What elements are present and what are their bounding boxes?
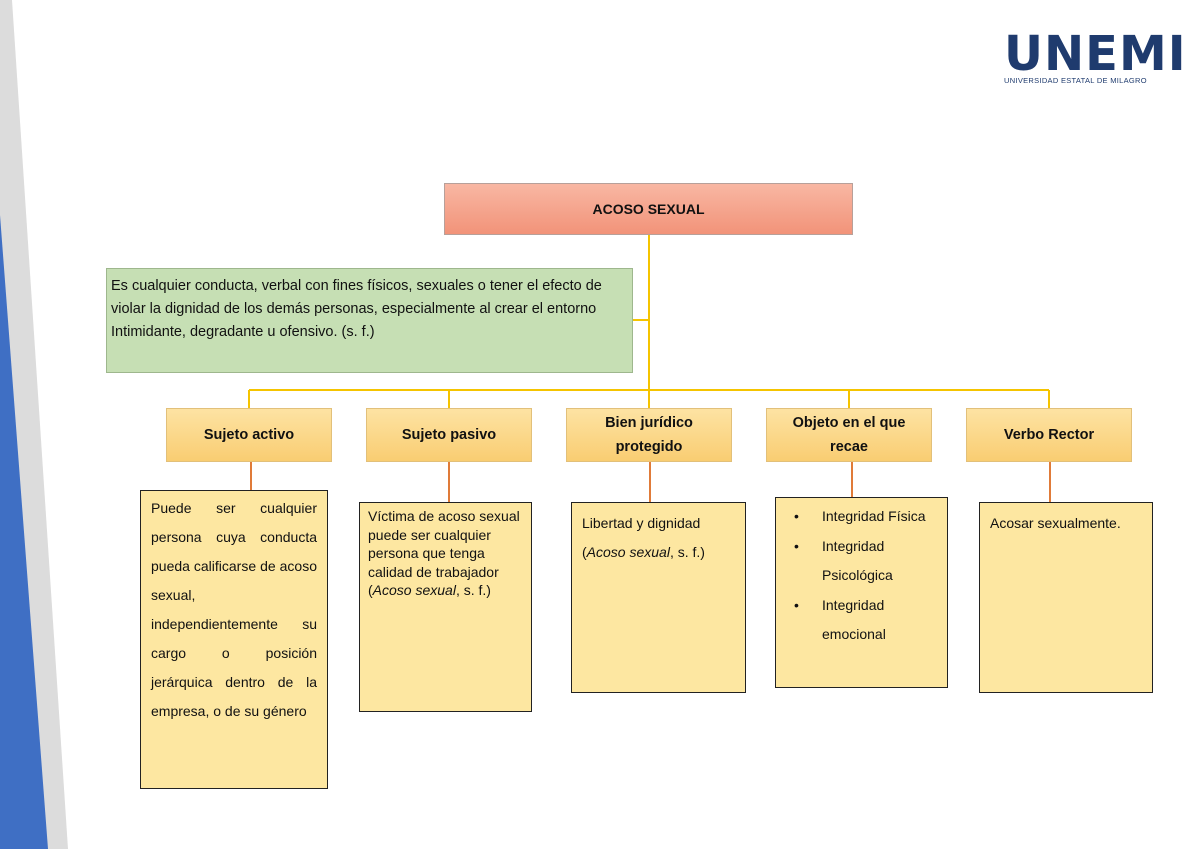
citation-rest: , s. f.) bbox=[455, 582, 491, 598]
category-label: Sujeto activo bbox=[203, 427, 295, 443]
category-bien-juridico: Bien jurídico protegido bbox=[566, 408, 732, 462]
unemi-logo: UNEMI UNIVERSIDAD ESTATAL DE MILAGRO bbox=[1004, 26, 1187, 85]
detail-text: Acosar sexualmente. bbox=[990, 515, 1121, 531]
definition-box: Es cualquier conducta, verbal con fines … bbox=[106, 268, 633, 373]
category-sujeto-pasivo: Sujeto pasivo bbox=[366, 408, 532, 462]
citation-title: Acoso sexual bbox=[372, 582, 456, 598]
category-label: Verbo Rector bbox=[1003, 427, 1095, 443]
detail-objeto: Integridad Física Integridad Psicológica… bbox=[775, 497, 948, 688]
detail-sujeto-activo: Puede ser cualquier persona cuya conduct… bbox=[140, 490, 328, 789]
citation-title: Acoso sexual bbox=[586, 544, 670, 560]
category-sujeto-activo: Sujeto activo bbox=[166, 408, 332, 462]
title-box: ACOSO SEXUAL bbox=[444, 183, 853, 235]
detail-text: Víctima de acoso sexual puede ser cualqu… bbox=[368, 508, 520, 580]
logo-text: UNEMI bbox=[1004, 26, 1187, 82]
category-verbo-rector: Verbo Rector bbox=[966, 408, 1132, 462]
objeto-list: Integridad Física Integridad Psicológica… bbox=[786, 502, 937, 650]
definition-text: Es cualquier conducta, verbal con fines … bbox=[111, 278, 602, 340]
category-objeto: Objeto en el que recae bbox=[766, 408, 932, 462]
list-item: Integridad Psicológica bbox=[794, 532, 937, 591]
list-item: Integridad Física bbox=[794, 502, 937, 532]
side-decoration bbox=[0, 0, 68, 849]
detail-sujeto-pasivo: Víctima de acoso sexual puede ser cualqu… bbox=[359, 502, 532, 712]
detail-text: Libertad y dignidad bbox=[582, 515, 701, 531]
category-label: Sujeto pasivo bbox=[401, 427, 497, 443]
detail-text: Puede ser cualquier persona cuya conduct… bbox=[151, 500, 317, 719]
category-label: Objeto en el que recae bbox=[792, 415, 906, 455]
diagram-title: ACOSO SEXUAL bbox=[592, 201, 705, 217]
detail-bien-juridico: Libertad y dignidad (Acoso sexual, s. f.… bbox=[571, 502, 746, 693]
logo-subtitle: UNIVERSIDAD ESTATAL DE MILAGRO bbox=[1004, 76, 1147, 85]
category-label: Bien jurídico protegido bbox=[605, 415, 693, 455]
list-item: Integridad emocional bbox=[794, 591, 937, 650]
citation-rest: , s. f.) bbox=[669, 544, 705, 560]
detail-verbo-rector: Acosar sexualmente. bbox=[979, 502, 1153, 693]
